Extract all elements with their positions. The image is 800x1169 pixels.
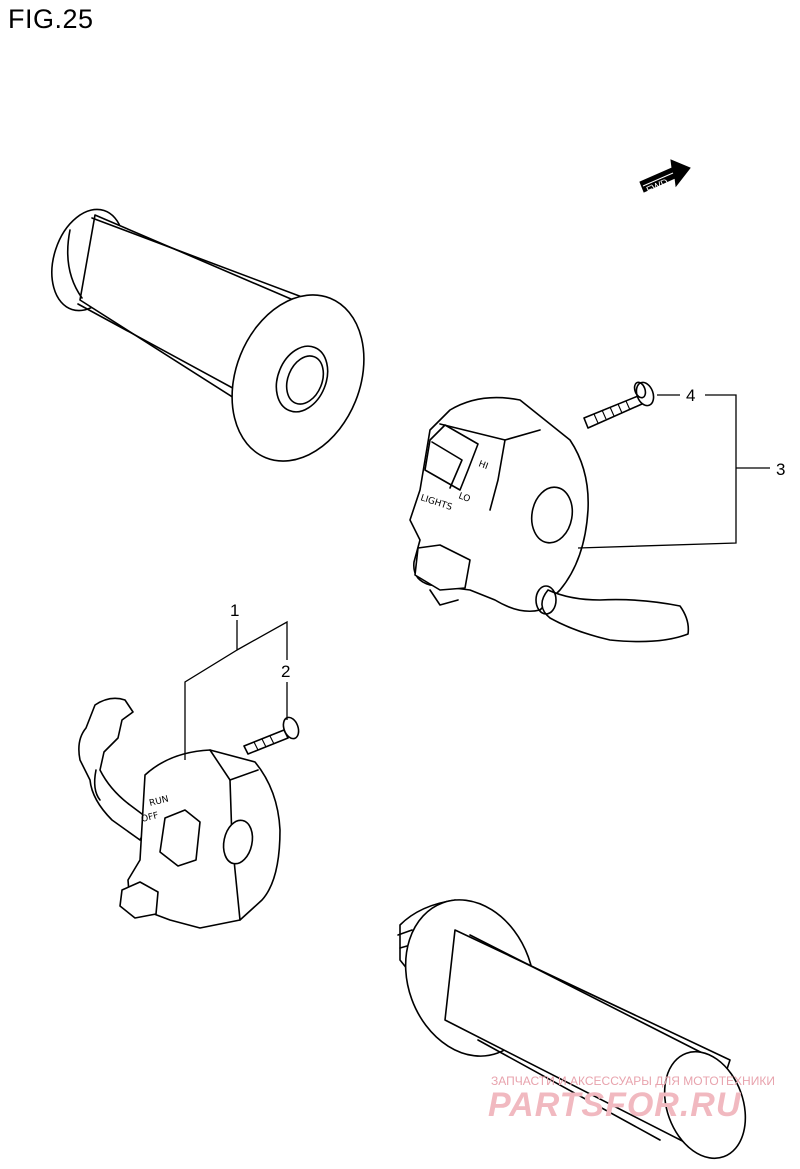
- off-label: OFF: [140, 811, 159, 825]
- screw-2: [243, 716, 300, 755]
- left-grip: [51, 208, 365, 462]
- watermark-caption: ЗАПЧАСТИ И АКСЕССУАРЫ ДЛЯ МОТОТЕХНИКИ: [491, 1074, 775, 1088]
- callout-3: 3: [776, 460, 786, 479]
- screw-4: [583, 381, 655, 429]
- left-handlebar-switch: RUN OFF: [78, 697, 281, 929]
- run-label: RUN: [148, 794, 169, 808]
- fwd-arrow-icon: FWD: [639, 159, 691, 197]
- callout-2: 2: [281, 662, 291, 681]
- throttle-grip: [397, 899, 747, 1160]
- lo-label: LO: [457, 491, 471, 504]
- leader-lines: [184, 394, 770, 760]
- watermark-logo: PARTSFOR.RU: [488, 1086, 742, 1124]
- callout-1: 1: [230, 601, 240, 620]
- callout-4: 4: [686, 386, 696, 405]
- hi-label: HI: [477, 459, 489, 472]
- right-handlebar-switch: HI LO LIGHTS: [409, 396, 690, 643]
- figure-title: FIG.25: [8, 4, 94, 34]
